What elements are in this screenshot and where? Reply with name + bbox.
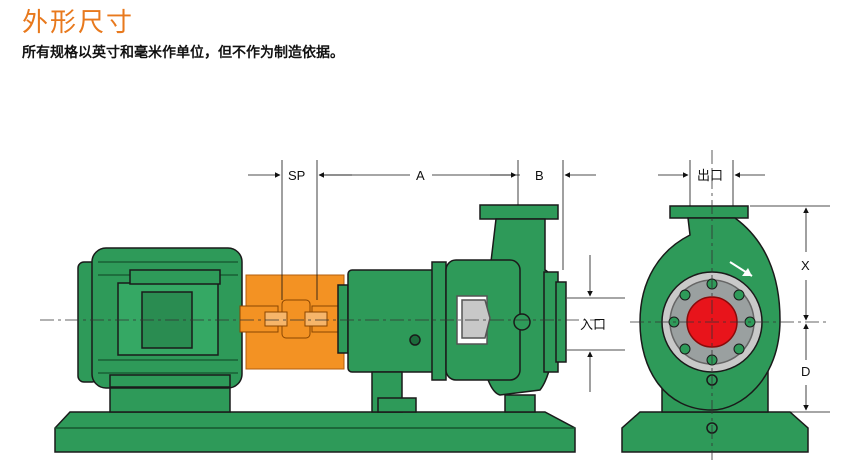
- front-dimension-lines: [658, 160, 830, 413]
- baseplate: [54, 384, 576, 453]
- coupling-guard: [239, 274, 353, 370]
- dimension-sp-label: SP: [288, 168, 305, 183]
- dimension-x-label: X: [801, 258, 810, 273]
- page-subtitle: 所有规格以英寸和毫米作单位，但不作为制造依据。: [22, 45, 344, 61]
- inlet-label: 入口: [580, 318, 606, 333]
- dimension-a-label: A: [416, 168, 425, 183]
- bearing-frame: [337, 261, 447, 413]
- dimension-d-label: D: [801, 364, 810, 379]
- motor: [77, 247, 243, 389]
- dimension-b-label: B: [535, 168, 544, 183]
- outlet-label: 出口: [697, 169, 723, 184]
- pump-casing-front: [621, 205, 809, 453]
- dimension-lines: [248, 160, 625, 392]
- page-title: 外形尺寸: [22, 8, 135, 38]
